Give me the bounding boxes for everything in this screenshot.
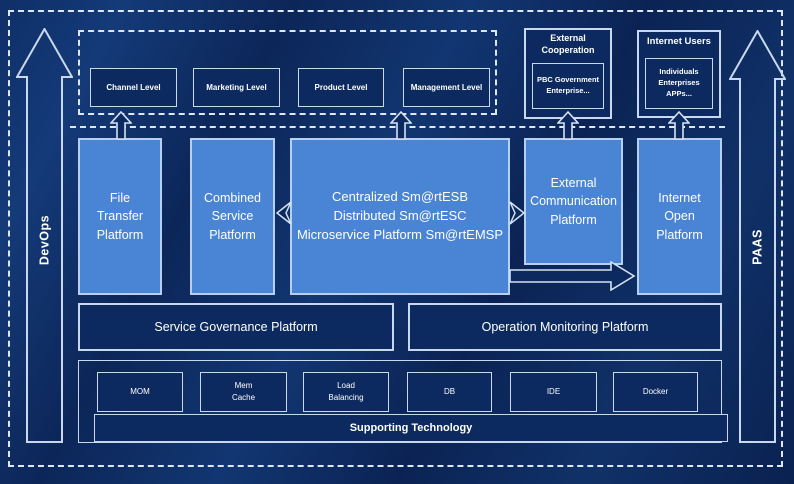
tech-label: Mem xyxy=(234,381,253,390)
up-arrow-icon xyxy=(668,111,690,140)
platform-line: Open xyxy=(664,209,695,224)
platform-line: Platform xyxy=(209,227,256,242)
level-label: Product Level xyxy=(314,83,368,92)
tech-label: Docker xyxy=(642,387,669,396)
external-cooperation-box: External Cooperation PBC Government Ente… xyxy=(524,28,612,119)
platform-line: Service xyxy=(211,209,254,224)
tech-label: Balancing xyxy=(328,393,364,402)
tech-label: Load xyxy=(337,381,355,390)
up-arrow-icon xyxy=(110,111,132,140)
bar-label: Service Governance Platform xyxy=(154,320,318,334)
external-cooperation-title: External Cooperation xyxy=(541,33,595,55)
external-communication-platform-box: External Communication Platform xyxy=(524,138,623,265)
platform-line: Distributed Sm@rtESC xyxy=(333,208,467,224)
file-transfer-platform-box: File Transfer Platform xyxy=(78,138,162,295)
level-label: Management Level xyxy=(410,83,483,92)
outer-dashed-border xyxy=(8,10,783,467)
operation-monitoring-platform-bar: Operation Monitoring Platform xyxy=(408,303,722,351)
tech-label: IDE xyxy=(546,387,561,396)
platform-line: Communication xyxy=(530,194,617,209)
level-box-product: Product Level xyxy=(298,68,384,107)
tech-label: Cache xyxy=(231,393,256,402)
platform-line: External xyxy=(550,176,597,191)
platform-line: Combined xyxy=(204,191,261,206)
internet-users-inner-box: Individuals Enterprises APPs... xyxy=(645,58,713,109)
levels-dashed-box xyxy=(78,30,497,115)
platform-line: Platform xyxy=(96,227,144,242)
combined-service-platform-box: Combined Service Platform xyxy=(190,138,275,295)
internet-users-title: Internet Users xyxy=(647,36,711,47)
bar-label: Operation Monitoring Platform xyxy=(481,320,649,334)
internet-users-line: APPs... xyxy=(666,88,692,98)
chevron-right-icon xyxy=(509,201,525,225)
right-arrow-icon xyxy=(509,261,636,291)
paas-label: PAAS xyxy=(750,229,765,265)
level-label: Marketing Level xyxy=(206,83,267,92)
platform-line: Microservice Platform Sm@rtEMSP xyxy=(296,226,504,242)
platform-line: Platform xyxy=(656,227,703,242)
platform-line: File xyxy=(109,191,131,206)
central-esb-platform-box: Centralized Sm@rtESB Distributed Sm@rtES… xyxy=(290,138,510,295)
platform-line: Platform xyxy=(550,212,597,227)
chevron-left-icon xyxy=(276,201,292,225)
tech-label: DB xyxy=(443,387,456,396)
platform-line: Transfer xyxy=(96,209,144,224)
tech-label: MOM xyxy=(130,387,150,396)
tech-box-docker: Docker xyxy=(613,372,698,412)
external-cooperation-inner-box: PBC Government Enterprise... xyxy=(532,63,604,109)
tech-box-ide: IDE xyxy=(510,372,597,412)
up-arrow-icon xyxy=(557,111,579,140)
supporting-technology-bar: Supporting Technology xyxy=(94,414,728,442)
internet-users-box: Internet Users Individuals Enterprises A… xyxy=(637,30,721,118)
supporting-technology-label: Supporting Technology xyxy=(349,422,473,434)
internet-users-line: Individuals xyxy=(659,67,699,77)
platform-line: Internet xyxy=(658,191,701,206)
tech-box-mom: MOM xyxy=(97,372,183,412)
platform-line: Centralized Sm@rtESB xyxy=(331,189,469,205)
tech-box-db: DB xyxy=(407,372,492,412)
level-box-management: Management Level xyxy=(403,68,490,107)
service-governance-platform-bar: Service Governance Platform xyxy=(78,303,394,351)
level-box-marketing: Marketing Level xyxy=(193,68,280,107)
devops-arrow-icon xyxy=(16,28,73,443)
supporting-technology-container xyxy=(78,360,722,443)
paas-arrow-icon xyxy=(729,30,786,443)
external-cooperation-body: PBC Government Enterprise... xyxy=(536,75,600,95)
internet-open-platform-box: Internet Open Platform xyxy=(637,138,722,295)
level-box-channel: Channel Level xyxy=(90,68,177,107)
tech-box-mem-cache: Mem Cache xyxy=(200,372,287,412)
tech-box-load-balancing: Load Balancing xyxy=(303,372,389,412)
devops-label: DevOps xyxy=(37,214,52,266)
internet-users-line: Enterprises xyxy=(658,78,700,88)
up-arrow-icon xyxy=(390,111,412,140)
level-label: Channel Level xyxy=(106,83,161,92)
